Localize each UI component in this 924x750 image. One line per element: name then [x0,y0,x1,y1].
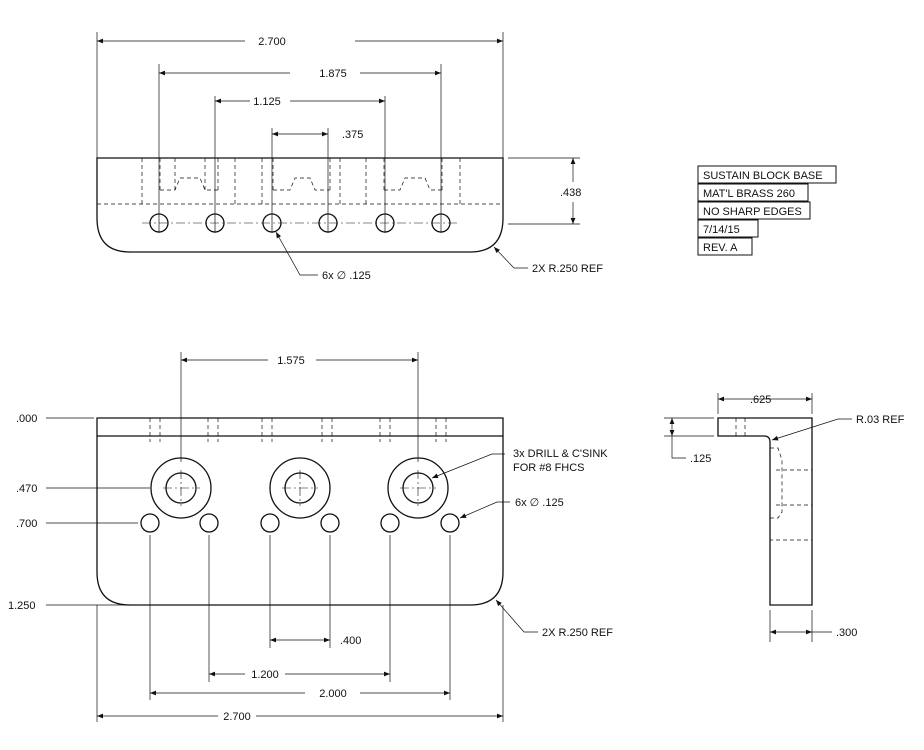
dim-text: 1.125 [253,96,281,108]
dim-text: .438 [560,187,581,199]
dim-top-outer-holes: 1.875 [159,68,441,80]
top-holes [142,213,458,233]
countersink-holes [150,457,449,519]
dim-text: 1.875 [319,68,347,80]
edge-note-line: NO SHARP EDGES [703,206,802,218]
dim-text: 2.700 [223,711,251,723]
dim-text: .300 [836,627,857,639]
dim-text: 2.700 [258,36,286,48]
dim-front-inner: 1.200 [209,669,390,681]
top-view: 2.700 1.875 1.125 .375 .438 6x ∅ .125 2X [96,32,603,282]
csink-note-1: 3x DRILL & C'SINK [513,448,608,460]
leader-top-holes: 6x ∅ .125 [275,231,371,282]
leader-csink: 3x DRILL & C'SINK FOR #8 FHCS [431,448,608,479]
dim-top-overall: 2.700 [97,36,503,48]
radius-note: 2X R.250 REF [532,263,603,275]
radius-note: 2X R.250 REF [542,627,613,639]
dim-text: .625 [750,394,771,406]
leader-side-radius: R.03 REF [771,414,905,441]
dim-side-flange: .125 [669,418,711,465]
hole-note: 6x ∅ .125 [322,270,371,282]
front-view-outline [96,417,504,606]
leader-front-radius: 2X R.250 REF [495,599,613,639]
revision-line: REV. A [703,242,738,254]
dim-front-csink: 1.575 [181,355,418,367]
radius-note: R.03 REF [856,414,905,426]
dim-text: 1.200 [251,669,279,681]
dim-top-height: .438 [560,158,581,224]
dim-front-outer: 2.000 [150,688,450,700]
side-view: .625 .125 R.03 REF .300 [664,393,905,642]
title-block: SUSTAIN BLOCK BASE MAT'L BRASS 260 NO SH… [697,165,837,256]
side-view-outline [717,417,813,606]
dim-front-overall: 2.700 [97,711,503,723]
dim-text: .400 [340,635,361,647]
dim-side-bottom: .300 [770,627,857,639]
ordinate-000: .000 [16,413,37,425]
dim-text: .375 [342,129,363,141]
hidden-pockets [141,158,461,204]
dim-top-pair: .375 [272,129,363,141]
front-holes [140,513,460,533]
dim-text: .125 [690,453,711,465]
leader-top-radius: 2X R.250 REF [493,246,603,275]
dim-text: 2.000 [319,688,347,700]
title-line: SUSTAIN BLOCK BASE [703,170,823,182]
ordinate-1250: 1.250 [8,600,36,612]
dim-top-mid-holes: 1.125 [215,96,385,108]
dim-text: 1.575 [277,355,305,367]
leader-front-holes: 6x ∅ .125 [459,497,564,519]
ordinate-470: .470 [16,483,37,495]
date-line: 7/14/15 [703,224,740,236]
material-line: MAT'L BRASS 260 [703,188,795,200]
ordinate-700: .700 [16,518,37,530]
csink-note-2: FOR #8 FHCS [513,462,585,474]
ordinate-labels: .000 .470 .700 1.250 [8,413,37,612]
hole-note: 6x ∅ .125 [515,497,564,509]
dim-side-top: .625 [718,394,812,406]
dim-front-pair: .400 [270,635,361,647]
top-view-outline [96,157,504,253]
front-view: .000 .470 .700 1.250 1.575 3x DRILL & C'… [8,352,613,723]
